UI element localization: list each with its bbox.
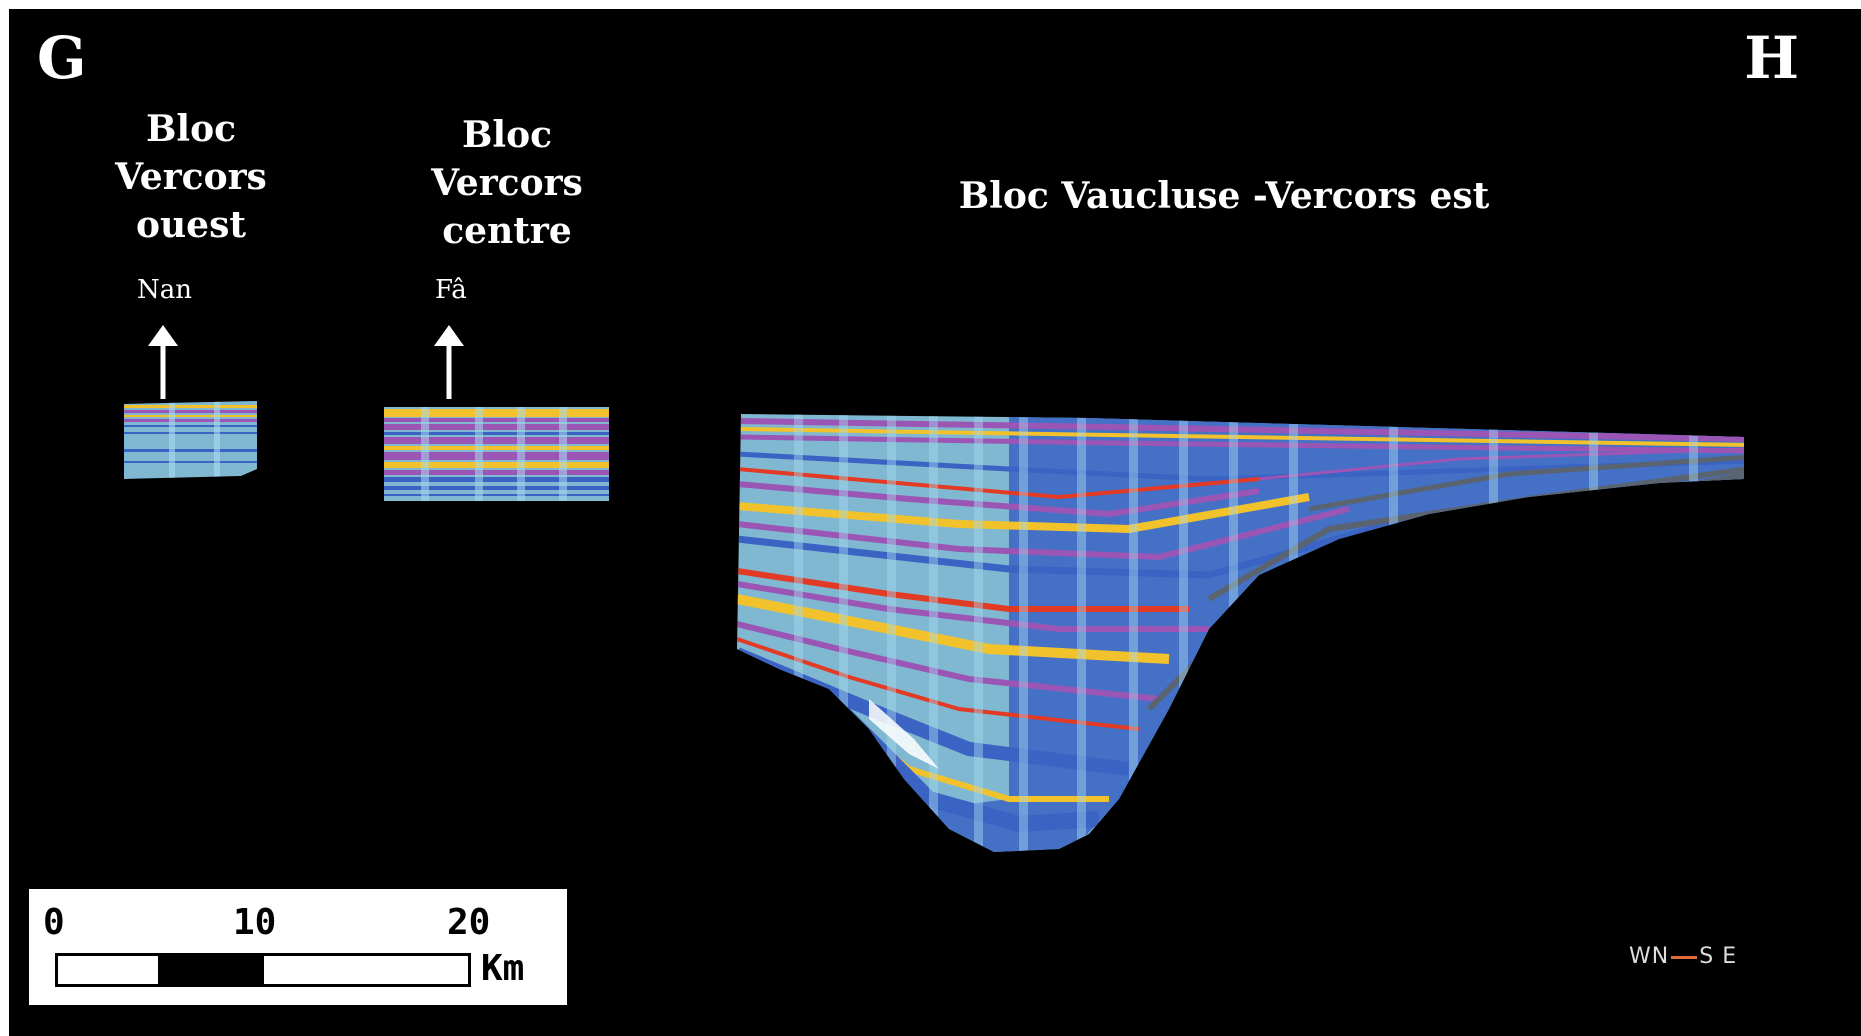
bloc-centre-line-3: centre (442, 210, 572, 252)
bloc-ouest-line-2: Vercors (115, 156, 267, 198)
scale-bar-track (55, 953, 471, 987)
orient-axis-line (1671, 955, 1698, 959)
scale-unit: Km (481, 948, 525, 989)
block-est-section (737, 414, 1744, 852)
orient-w: W (1629, 944, 1652, 969)
well-arrow-fa (434, 325, 464, 399)
corner-label-left: G (37, 24, 87, 92)
corner-label-right: H (1744, 24, 1799, 92)
bloc-est-line: Bloc Vaucluse -Vercors est (958, 175, 1490, 217)
scale-tick-10: 10 (233, 902, 277, 943)
block-centre-section (384, 407, 609, 501)
scale-tick-20: 20 (447, 902, 491, 943)
well-label-nan: Nan (137, 275, 192, 305)
well-arrow-nan (148, 325, 178, 399)
bloc-centre-line-2: Vercors (431, 162, 583, 204)
bloc-vaucluse-vercors-est-label: Bloc Vaucluse -Vercors est (909, 172, 1539, 220)
block-ouest-section (124, 401, 257, 479)
bloc-ouest-line-1: Bloc (145, 108, 237, 150)
orient-e: E (1722, 944, 1738, 969)
scale-bar-segment-dark (158, 956, 264, 984)
geological-model-svg (124, 325, 1744, 852)
orient-n: N (1651, 944, 1670, 969)
scale-tick-0: 0 (43, 902, 65, 943)
diagram-canvas: G H Bloc Vercors ouest Bloc Vercors cent… (9, 9, 1861, 1036)
bloc-ouest-line-3: ouest (136, 204, 246, 246)
scale-bar: 0 10 20 Km (29, 889, 567, 1005)
bloc-vercors-ouest-label: Bloc Vercors ouest (79, 105, 303, 249)
orient-s: S (1699, 944, 1715, 969)
orientation-indicator: WN S E (1629, 944, 1737, 969)
bloc-centre-line-1: Bloc (461, 114, 553, 156)
well-label-fa: Fâ (435, 275, 467, 305)
bloc-vercors-centre-label: Bloc Vercors centre (395, 111, 619, 255)
